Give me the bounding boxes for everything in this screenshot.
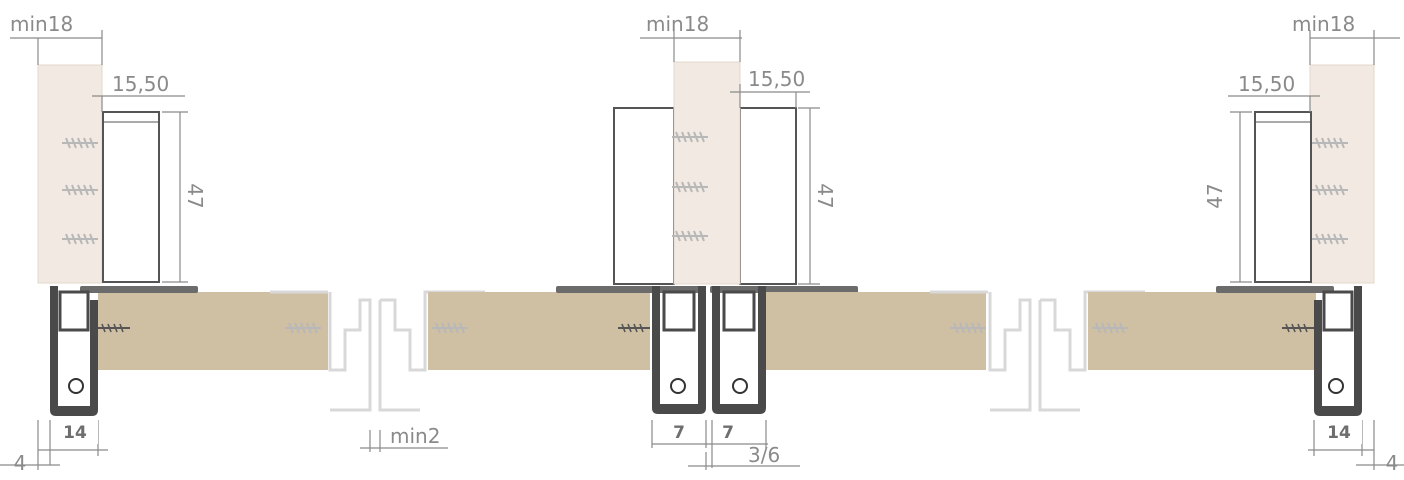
right-wood-panel <box>1088 292 1316 370</box>
left-assembly <box>37 64 650 416</box>
center-left-panel <box>428 292 650 370</box>
left-wood-jamb <box>37 64 103 284</box>
right-u-profile <box>1314 286 1362 416</box>
center-hinge-box-left <box>613 107 675 285</box>
dim-right-15-50: 15,50 <box>1238 72 1295 96</box>
dim-left-min18: min18 <box>10 12 73 36</box>
right-ghost-profile <box>930 290 1145 412</box>
left-u-profile <box>50 286 98 416</box>
dim-right-14: 14 <box>1327 423 1351 443</box>
center-right-panel <box>766 292 986 370</box>
dim-min2: min2 <box>390 424 440 448</box>
dim-right-47: 47 <box>1203 183 1227 208</box>
dim-left-47: 47 <box>183 183 207 208</box>
left-wood-panel <box>98 292 328 370</box>
dim-center-min18: min18 <box>646 12 709 36</box>
left-hinge-box <box>102 111 160 283</box>
center-assembly <box>556 61 1145 414</box>
dim-left-15-50: 15,50 <box>112 72 169 96</box>
dim-left-14: 14 <box>63 423 87 443</box>
dim-left-4: 4 <box>14 451 27 475</box>
left-ghost-profile <box>270 290 485 412</box>
dimension-labels: min18 15,50 47 14 4 min2 min18 15,50 47 … <box>10 12 1398 475</box>
dim-right-4: 4 <box>1386 451 1399 475</box>
center-wood-jamb <box>673 61 741 285</box>
dim-center-7-right: 7 <box>722 423 734 443</box>
center-left-u-profile <box>652 286 706 414</box>
dim-right-min18: min18 <box>1292 12 1355 36</box>
right-wood-jamb <box>1309 64 1375 284</box>
right-assembly <box>1088 64 1375 416</box>
left-top-plate <box>80 286 198 293</box>
center-hinge-box-right <box>739 107 797 285</box>
right-top-plate <box>1216 286 1334 293</box>
dim-center-15-50: 15,50 <box>748 67 805 91</box>
right-hinge-box <box>1254 111 1312 283</box>
dim-center-3-6: 3/6 <box>748 443 780 467</box>
dim-center-7-left: 7 <box>673 423 685 443</box>
center-right-u-profile <box>712 286 766 414</box>
dim-center-47: 47 <box>813 183 837 208</box>
